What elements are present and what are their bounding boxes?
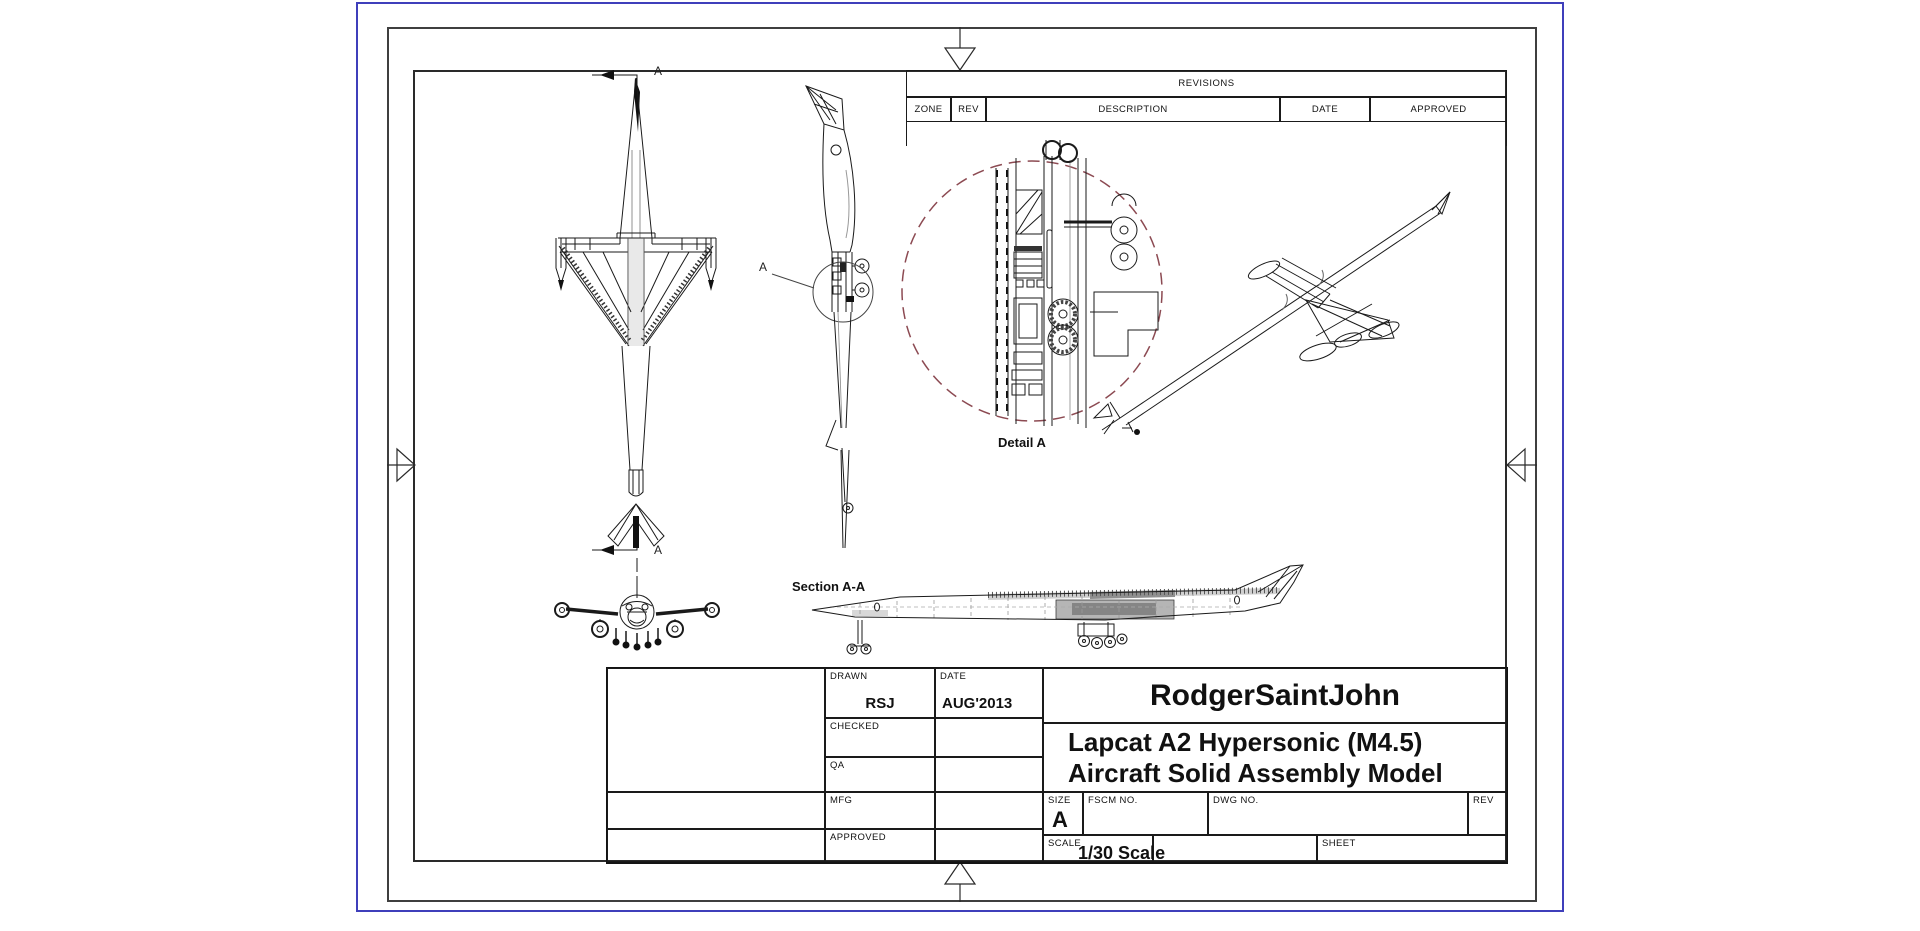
qa-label: QA xyxy=(830,760,845,771)
title-block-logo-area xyxy=(607,668,825,792)
revisions-col-rev: REV xyxy=(951,97,986,122)
fscm-cell: FSCM NO. xyxy=(1083,792,1208,835)
rev-label: REV xyxy=(1473,795,1494,806)
drawn-label: DRAWN xyxy=(830,671,868,682)
scale-cell: SCALE 1/30 Scale xyxy=(1043,835,1165,863)
side-view xyxy=(771,85,874,549)
plan-view xyxy=(555,70,717,555)
scale-blank-cell xyxy=(1153,835,1317,862)
date-label: DATE xyxy=(940,671,967,682)
front-view xyxy=(554,558,720,651)
detail-view-label: Detail A xyxy=(998,435,1046,450)
detail-indicator-circle xyxy=(812,261,874,323)
approved-date-cell xyxy=(935,829,1043,862)
qa-date-cell xyxy=(935,757,1043,792)
drawn-value: RSJ xyxy=(865,695,895,712)
checked-date-cell xyxy=(935,718,1043,757)
checked-cell: CHECKED xyxy=(825,718,935,757)
qa-cell: QA xyxy=(825,757,935,792)
scale-value: 1/30 Scale xyxy=(1078,843,1166,863)
size-cell: SIZE A xyxy=(1043,792,1083,835)
mfg-label: MFG xyxy=(830,795,853,806)
size-value: A xyxy=(1052,807,1068,832)
revisions-col-zone: ZONE xyxy=(906,97,951,122)
size-label: SIZE xyxy=(1048,795,1071,806)
dwg-no-label: DWG NO. xyxy=(1213,795,1259,806)
isometric-view xyxy=(1092,191,1451,435)
drawn-cell: DRAWN RSJ xyxy=(825,668,935,718)
approved-label: APPROVED xyxy=(830,832,886,843)
date-cell: DATE AUG'2013 xyxy=(935,668,1043,718)
mfg-cell: MFG xyxy=(825,792,935,829)
approved-cell: APPROVED xyxy=(825,829,935,862)
revisions-title: REVISIONS xyxy=(906,70,1507,97)
detail-leader-line xyxy=(771,273,815,289)
section-view xyxy=(811,564,1304,655)
rev-cell: REV xyxy=(1468,792,1507,835)
drawing-title: Lapcat A2 Hypersonic (M4.5) Aircraft Sol… xyxy=(1043,723,1507,792)
title-block-left-row2 xyxy=(607,829,825,862)
title-block-left-row1 xyxy=(607,792,825,829)
company-name: RodgerSaintJohn xyxy=(1043,668,1507,723)
checked-label: CHECKED xyxy=(830,721,880,732)
datum-a-top-label: A xyxy=(654,64,663,78)
dwg-no-cell: DWG NO. xyxy=(1208,792,1468,835)
drawing-title-line2: Aircraft Solid Assembly Model xyxy=(1068,758,1443,788)
detail-boundary-circle xyxy=(901,160,1163,422)
revisions-col-description: DESCRIPTION xyxy=(986,97,1280,122)
outer-blue-border xyxy=(356,2,1564,912)
mfg-date-cell xyxy=(935,792,1043,829)
datum-a-bottom-label: A xyxy=(654,543,663,557)
sheet-cell: SHEET xyxy=(1317,835,1507,862)
centering-marks xyxy=(387,27,1537,902)
section-cut-arrow-top xyxy=(592,70,638,88)
section-view-label: Section A-A xyxy=(792,579,866,594)
revisions-col-approved: APPROVED xyxy=(1370,97,1507,122)
revisions-col-date: DATE xyxy=(1280,97,1370,122)
detail-pointer-label: A xyxy=(759,260,768,274)
detail-a-view xyxy=(901,140,1163,428)
centering-mark-right xyxy=(1506,447,1537,483)
revisions-empty-row xyxy=(906,122,1507,146)
fscm-label: FSCM NO. xyxy=(1088,795,1138,806)
scale-label: SCALE xyxy=(1048,838,1082,849)
centering-mark-top xyxy=(943,27,977,72)
centering-mark-left xyxy=(387,447,416,483)
drawing-title-line1: Lapcat A2 Hypersonic (M4.5) xyxy=(1068,727,1423,757)
sheet-label: SHEET xyxy=(1322,838,1356,849)
date-value: AUG'2013 xyxy=(942,695,1013,712)
centering-mark-bottom xyxy=(943,860,977,902)
